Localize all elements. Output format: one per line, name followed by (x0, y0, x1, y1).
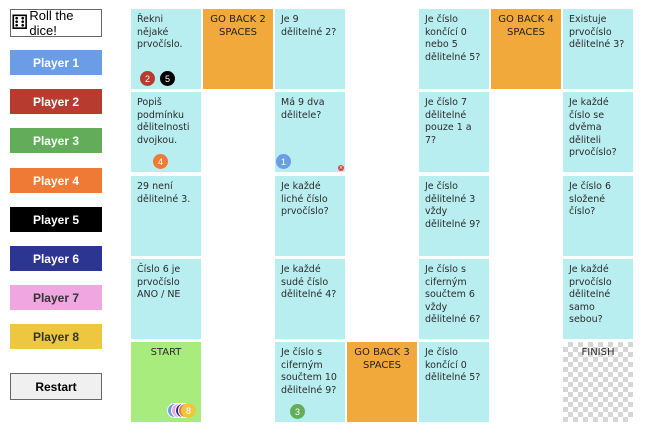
cell-c7-r3: Je číslo 6 složené číslo? (563, 176, 633, 256)
cell-c7-r4: Je každé prvočíslo dělitelné samo sebou? (563, 259, 633, 339)
player-4-token[interactable]: 4 (153, 154, 168, 169)
cell-c5-r1: Je číslo končící 0 nebo 5 dělitelné 5? (419, 9, 489, 89)
cell-c6-r1: GO BACK 4 SPACES (491, 9, 561, 89)
cell-c5-r4: Je číslo s ciferným součtem 6 vždy dělit… (419, 259, 489, 339)
cell-c1-r3: 29 není dělitelné 3. (131, 176, 201, 256)
player-3-token[interactable]: 3 (290, 404, 305, 419)
player-7-button[interactable]: Player 7 (10, 285, 102, 310)
cell-c3-r1: Je 9 dělitelné 2? (275, 9, 345, 89)
player-2-token[interactable]: 2 (140, 71, 155, 86)
cell-c1-r4: Číslo 6 je prvočíslo ANO / NE (131, 259, 201, 339)
cell-c5-r3: Je číslo dělitelné 3 vždy dělitelné 9? (419, 176, 489, 256)
player-5-button[interactable]: Player 5 (10, 207, 102, 232)
player-3-button[interactable]: Player 3 (10, 128, 102, 153)
cell-c5-r2: Je číslo 7 dělitelné pouze 1 a 7? (419, 92, 489, 172)
player-1-token[interactable]: 1 (276, 154, 291, 169)
player-5-token[interactable]: 5 (160, 71, 175, 86)
player-8-button[interactable]: Player 8 (10, 324, 102, 349)
roll-dice-button[interactable]: ⚅ Roll the dice! (10, 8, 102, 38)
cell-finish: FINISH (563, 342, 633, 422)
close-icon[interactable]: × (338, 165, 344, 171)
cell-c7-r1: Existuje prvočíslo dělitelné 3? (563, 9, 633, 89)
player-6-button[interactable]: Player 6 (10, 246, 102, 271)
cell-c3-r5: Je číslo s ciferným součtem 10 dělitelné… (275, 342, 345, 422)
roll-dice-label: Roll the dice! (29, 8, 74, 38)
player-2-button[interactable]: Player 2 (10, 89, 102, 114)
player-4-button[interactable]: Player 4 (10, 168, 102, 193)
die-icon: ⚅ (11, 12, 29, 34)
cell-c7-r2: Je každé číslo se dvěma děliteli prvočís… (563, 92, 633, 172)
player-1-button[interactable]: Player 1 (10, 50, 102, 75)
restart-button[interactable]: Restart (10, 373, 102, 400)
player-8-token: 8 (181, 403, 196, 418)
cell-c3-r3: Je každé liché číslo prvočíslo? (275, 176, 345, 256)
cell-c4-r5: GO BACK 3 SPACES (347, 342, 417, 422)
cell-c5-r5: Je číslo končící 0 dělitelné 5? (419, 342, 489, 422)
cell-c3-r4: Je každé sudé číslo dělitelné 4? (275, 259, 345, 339)
cell-c2-r1: GO BACK 2 SPACES (203, 9, 273, 89)
